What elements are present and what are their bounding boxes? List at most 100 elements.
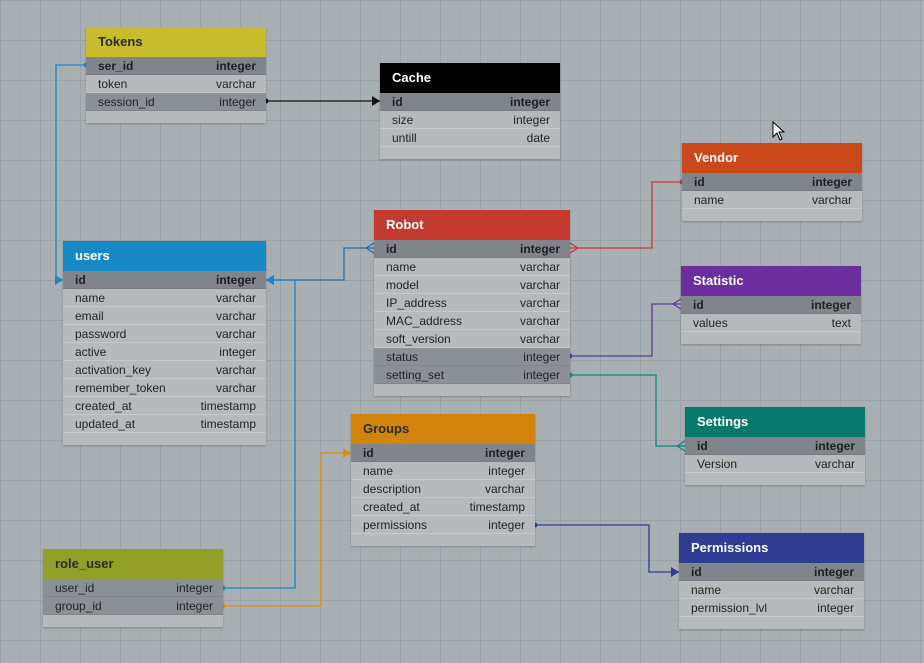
column-type: date [526, 131, 550, 145]
column-name: status [386, 350, 419, 364]
column-row[interactable]: status integer [374, 348, 570, 366]
column-type: integer [811, 175, 852, 189]
relation-line[interactable] [266, 242, 375, 285]
column-type: timestamp [469, 500, 525, 514]
table-title[interactable]: Permissions [679, 533, 864, 563]
column-type: integer [219, 345, 256, 359]
column-row[interactable]: created_at timestamp [63, 397, 266, 415]
relation-line[interactable] [567, 372, 686, 452]
column-type: timestamp [200, 399, 256, 413]
column-row[interactable]: model varchar [374, 276, 570, 294]
column-type: varchar [215, 363, 256, 377]
column-type: integer [523, 350, 560, 364]
column-row[interactable]: active integer [63, 343, 266, 361]
relation-line[interactable] [263, 96, 381, 106]
mouse-cursor-icon [772, 121, 786, 141]
column-type: varchar [814, 457, 855, 471]
column-name: id [386, 242, 397, 256]
column-row[interactable]: id integer [380, 93, 560, 111]
column-type: timestamp [200, 417, 256, 431]
column-name: active [75, 345, 107, 359]
table-title[interactable]: users [63, 241, 266, 271]
column-type: varchar [519, 332, 560, 346]
column-name: id [392, 95, 403, 109]
column-name: email [75, 309, 104, 323]
column-row[interactable]: updated_at timestamp [63, 415, 266, 433]
column-name: Version [697, 457, 738, 471]
column-name: values [693, 316, 728, 330]
column-name: size [392, 113, 414, 127]
table-title[interactable]: Robot [374, 210, 570, 240]
column-type: varchar [519, 260, 560, 274]
table-title[interactable]: Cache [380, 63, 560, 93]
table-title[interactable]: Settings [685, 407, 865, 437]
relation-line[interactable] [532, 522, 680, 578]
column-type: integer [488, 464, 525, 478]
column-type: varchar [215, 327, 256, 341]
column-name: created_at [75, 399, 132, 413]
table-footer [86, 111, 266, 123]
column-name: token [98, 77, 128, 91]
table-title[interactable]: role_user [43, 549, 223, 579]
table-title[interactable]: Tokens [86, 27, 266, 57]
column-type: varchar [813, 583, 854, 597]
column-row[interactable]: Version varchar [685, 455, 865, 473]
column-type: integer [814, 439, 855, 453]
table-title[interactable]: Vendor [682, 143, 862, 173]
relation-line[interactable] [569, 179, 685, 254]
table-title[interactable]: Statistic [681, 266, 861, 296]
relation-line[interactable] [220, 448, 352, 609]
table-title[interactable]: Groups [351, 414, 535, 444]
relation-line[interactable] [567, 298, 682, 359]
column-name: updated_at [75, 417, 136, 431]
column-type: text [831, 316, 851, 330]
column-type: varchar [519, 278, 560, 292]
column-name: model [386, 278, 419, 292]
column-name: user_id [55, 581, 95, 595]
column-type: integer [509, 95, 550, 109]
column-row[interactable]: values text [681, 314, 861, 332]
